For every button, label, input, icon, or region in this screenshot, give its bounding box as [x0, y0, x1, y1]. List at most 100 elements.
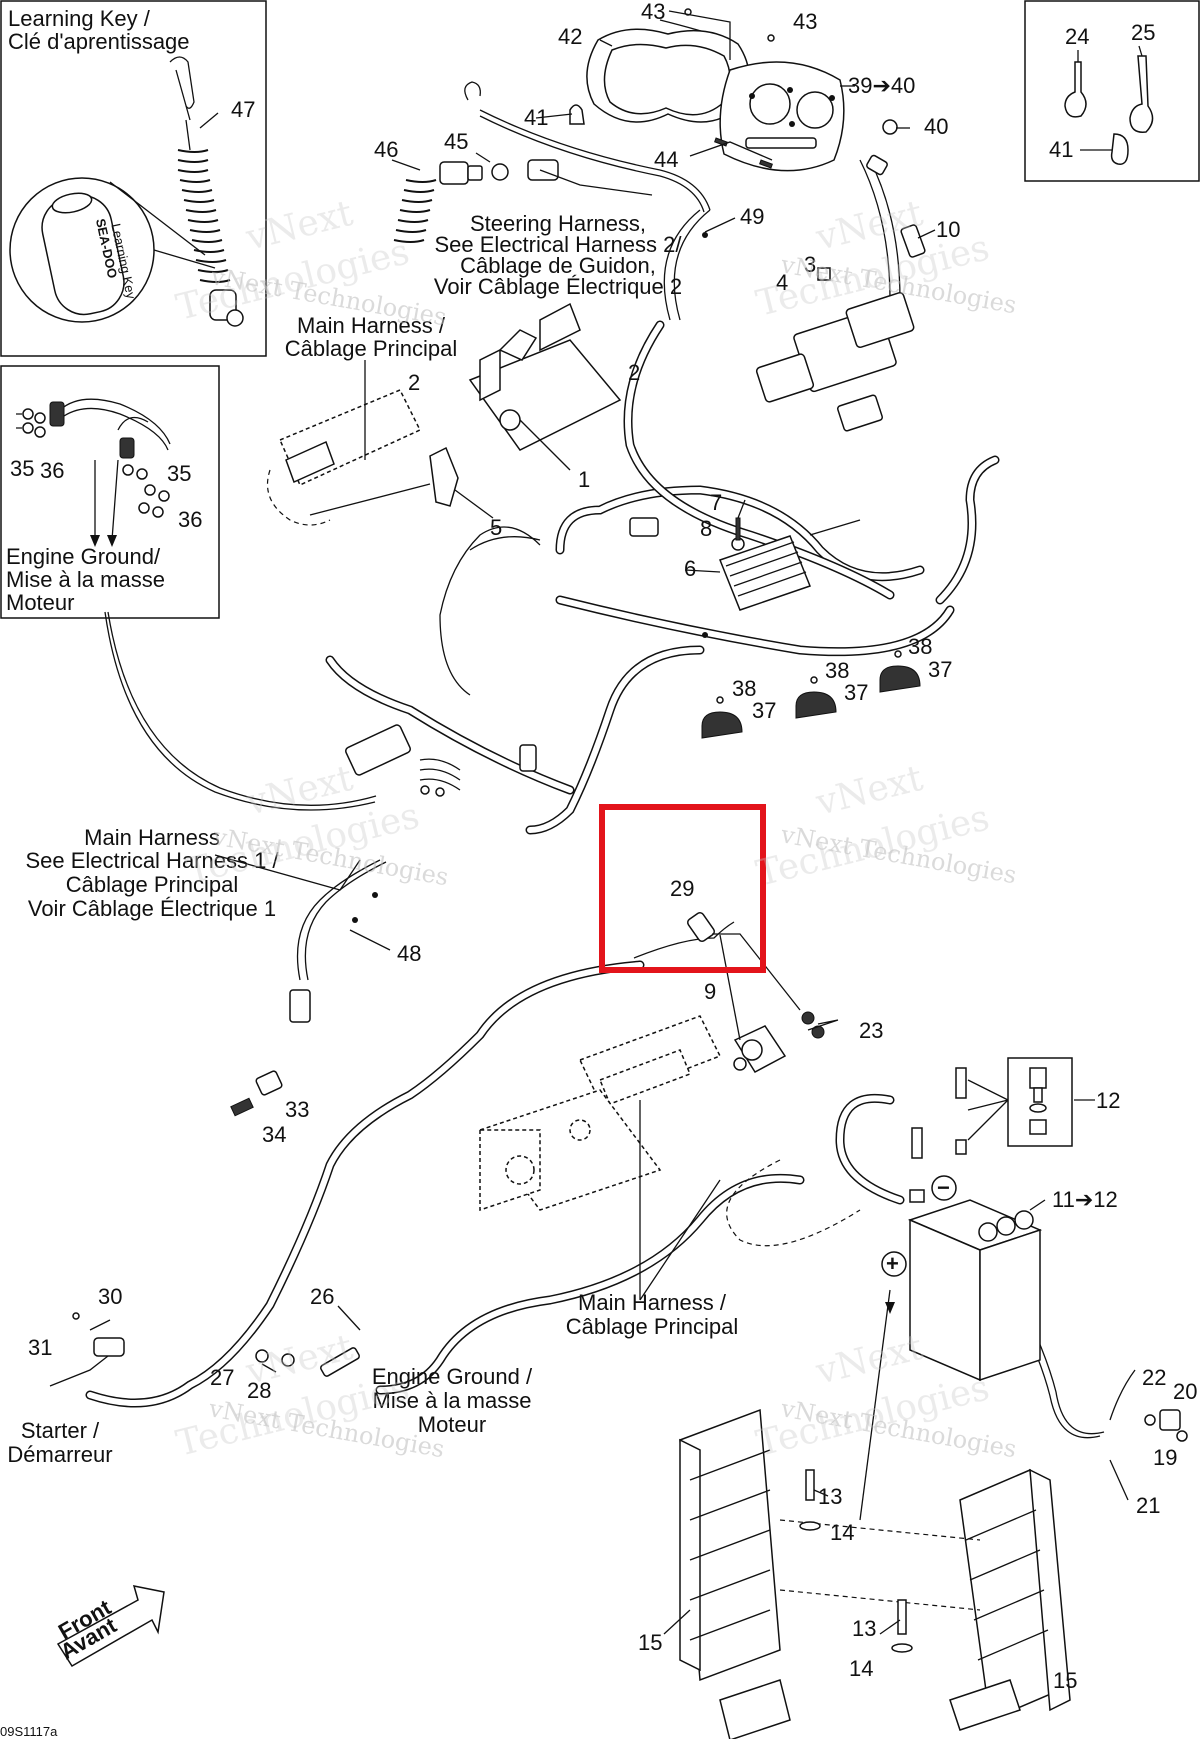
main-harness-lower	[85, 859, 1136, 1439]
screw-set-35-36-left	[16, 408, 46, 438]
callout-13a: 13	[818, 1484, 842, 1509]
svg-text:Mise à la masse: Mise à la masse	[373, 1388, 532, 1413]
engine-ground-line2: Mise à la masse	[6, 567, 165, 592]
callout-31: 31	[28, 1335, 52, 1360]
part-42-bezel	[586, 28, 750, 123]
starter-label: Starter / Démarreur	[7, 1418, 112, 1467]
svg-text:Voir Câblage Électrique 2: Voir Câblage Électrique 2	[434, 274, 682, 299]
svg-text:Engine Ground /: Engine Ground /	[372, 1364, 533, 1389]
callout-2a: 2	[408, 370, 420, 395]
callout-14b: 14	[849, 1656, 873, 1681]
callout-33: 33	[285, 1097, 309, 1122]
callout-25: 25	[1131, 20, 1155, 45]
svg-text:Câblage Principal: Câblage Principal	[285, 336, 457, 361]
callout-14a: 14	[830, 1520, 854, 1545]
callout-41-inset: 41	[1049, 137, 1073, 162]
svg-text:Starter /: Starter /	[21, 1418, 100, 1443]
battery-plus: +	[886, 1251, 899, 1276]
learning-key-title-fr: Clé d'aprentissage	[8, 29, 190, 54]
harness-labels: Steering Harness, See Electrical Harness…	[7, 211, 738, 1467]
engine-ground-inset: 35 36 35 36 Engine Ground/ Mise à la mas…	[0, 365, 220, 619]
callout-30: 30	[98, 1284, 122, 1309]
leader-lines	[49, 10, 1129, 1635]
learning-key-inset: Learning Key / Clé d'aprentissage SEA-DO…	[0, 0, 267, 357]
callout-28: 28	[247, 1378, 271, 1403]
callout-21: 21	[1136, 1493, 1160, 1518]
callout-1: 1	[578, 467, 590, 492]
part-15-tray-right	[949, 1468, 1071, 1731]
callout-48: 48	[397, 941, 421, 966]
upper-components	[266, 8, 926, 797]
callout-38c: 38	[908, 634, 932, 659]
part-39-gauge	[719, 61, 845, 172]
callout-36-left: 36	[40, 458, 64, 483]
callout-13b: 13	[852, 1616, 876, 1641]
svg-text:Câblage Principal: Câblage Principal	[66, 872, 238, 897]
svg-text:Démarreur: Démarreur	[7, 1442, 112, 1467]
main-harness-left-label: Main Harness See Electrical Harness 1 / …	[25, 825, 279, 921]
callout-46: 46	[374, 137, 398, 162]
part-6-regulator	[719, 535, 811, 611]
main-harness-bottom-label: Main Harness / Câblage Principal	[566, 1290, 738, 1339]
learning-key-closeup: SEA-DOO Learning Key	[9, 177, 216, 323]
svg-text:Câblage de Guidon,: Câblage de Guidon,	[460, 253, 656, 278]
callout-11-12: 11➔12	[1052, 1187, 1118, 1212]
callout-40: 40	[924, 114, 948, 139]
cable-ties-inset: 24 25 41	[1024, 0, 1200, 182]
callout-47: 47	[231, 97, 255, 122]
callout-39-40: 39➔40	[848, 73, 915, 98]
callout-38b: 38	[825, 658, 849, 683]
battery: + −	[881, 1175, 1043, 1382]
engine-block-outline	[478, 1089, 662, 1212]
callout-15b: 15	[1053, 1668, 1077, 1693]
svg-text:See Electrical Harness 2/: See Electrical Harness 2/	[435, 232, 683, 257]
callout-9: 9	[704, 979, 716, 1004]
callout-2b: 2	[628, 360, 640, 385]
relay-pack-left	[266, 389, 422, 526]
steering-harness-label: Steering Harness, See Electrical Harness…	[434, 211, 683, 299]
callout-49: 49	[740, 204, 764, 229]
screw-set-35-36-right	[122, 464, 170, 518]
callout-44: 44	[654, 147, 678, 172]
engine-ground-line3: Moteur	[6, 590, 74, 615]
module-cluster-right	[755, 224, 926, 432]
engine-ground-bottom-label: Engine Ground / Mise à la masse Moteur	[372, 1364, 533, 1437]
callout-34: 34	[262, 1122, 286, 1147]
callout-15a: 15	[638, 1630, 662, 1655]
callout-numbers: 43 43 42 39➔40 40 41 44 45 46 49 10 3 4 …	[28, 0, 1197, 1693]
svg-text:Steering Harness,: Steering Harness,	[470, 211, 646, 236]
front-arrow: Front Avant	[54, 1585, 165, 1668]
callout-45: 45	[444, 129, 468, 154]
svg-text:Voir Câblage Électrique 1: Voir Câblage Électrique 1	[28, 896, 276, 921]
callout-43a: 43	[641, 0, 665, 24]
callout-26: 26	[310, 1284, 334, 1309]
callout-12: 12	[1096, 1088, 1120, 1113]
callout-6: 6	[684, 556, 696, 581]
highlight-part-29	[599, 804, 801, 1011]
callout-37a: 37	[752, 698, 776, 723]
callout-7: 7	[710, 490, 722, 515]
main-harness-upper	[104, 19, 1000, 923]
callout-20: 20	[1173, 1379, 1197, 1404]
callout-22: 22	[1142, 1365, 1166, 1390]
battery-minus: −	[937, 1175, 950, 1200]
svg-text:Câblage Principal: Câblage Principal	[566, 1314, 738, 1339]
callout-5: 5	[490, 515, 502, 540]
svg-text:Technologies: Technologies	[752, 797, 993, 894]
callout-42: 42	[558, 24, 582, 49]
callout-24: 24	[1065, 24, 1089, 49]
learning-key-title-en: Learning Key /	[8, 6, 151, 31]
callout-43b: 43	[793, 9, 817, 34]
svg-text:Main Harness /: Main Harness /	[578, 1290, 727, 1315]
engine-ground-line1: Engine Ground/	[6, 544, 161, 569]
drawing-code: 09S1117a	[0, 1724, 58, 1739]
callout-36-right: 36	[178, 507, 202, 532]
main-harness-top-label: Main Harness / Câblage Principal	[285, 313, 457, 361]
callout-35-left: 35	[10, 456, 34, 481]
svg-text:vNext: vNext	[811, 1327, 927, 1393]
svg-text:Moteur: Moteur	[418, 1412, 486, 1437]
callout-37c: 37	[928, 657, 952, 682]
callout-37b: 37	[844, 680, 868, 705]
lanyard-coil	[169, 56, 244, 327]
